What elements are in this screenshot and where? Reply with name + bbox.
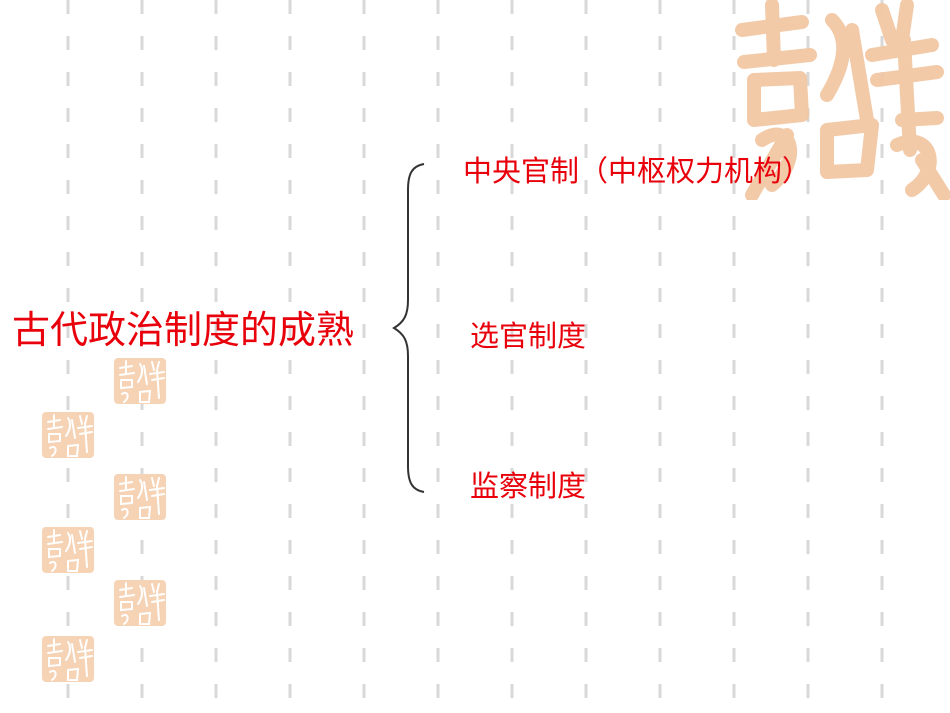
auspicious-seal-small-icon: [42, 412, 94, 458]
auspicious-seal-large-icon: [735, 0, 950, 200]
branch-supervision: 监察制度: [470, 469, 587, 503]
auspicious-seal-small-icon: [114, 358, 166, 404]
branch-central-officials: 中央官制（中枢权力机构）: [463, 154, 812, 188]
main-title: 古代政治制度的成熟: [12, 308, 355, 352]
branch-official-selection: 选官制度: [470, 319, 587, 353]
curly-brace: [392, 163, 425, 493]
auspicious-seal-small-icon: [114, 580, 166, 626]
auspicious-seal-small-icon: [42, 636, 94, 682]
auspicious-seal-small-icon: [114, 474, 166, 520]
auspicious-seal-small-icon: [42, 527, 94, 573]
